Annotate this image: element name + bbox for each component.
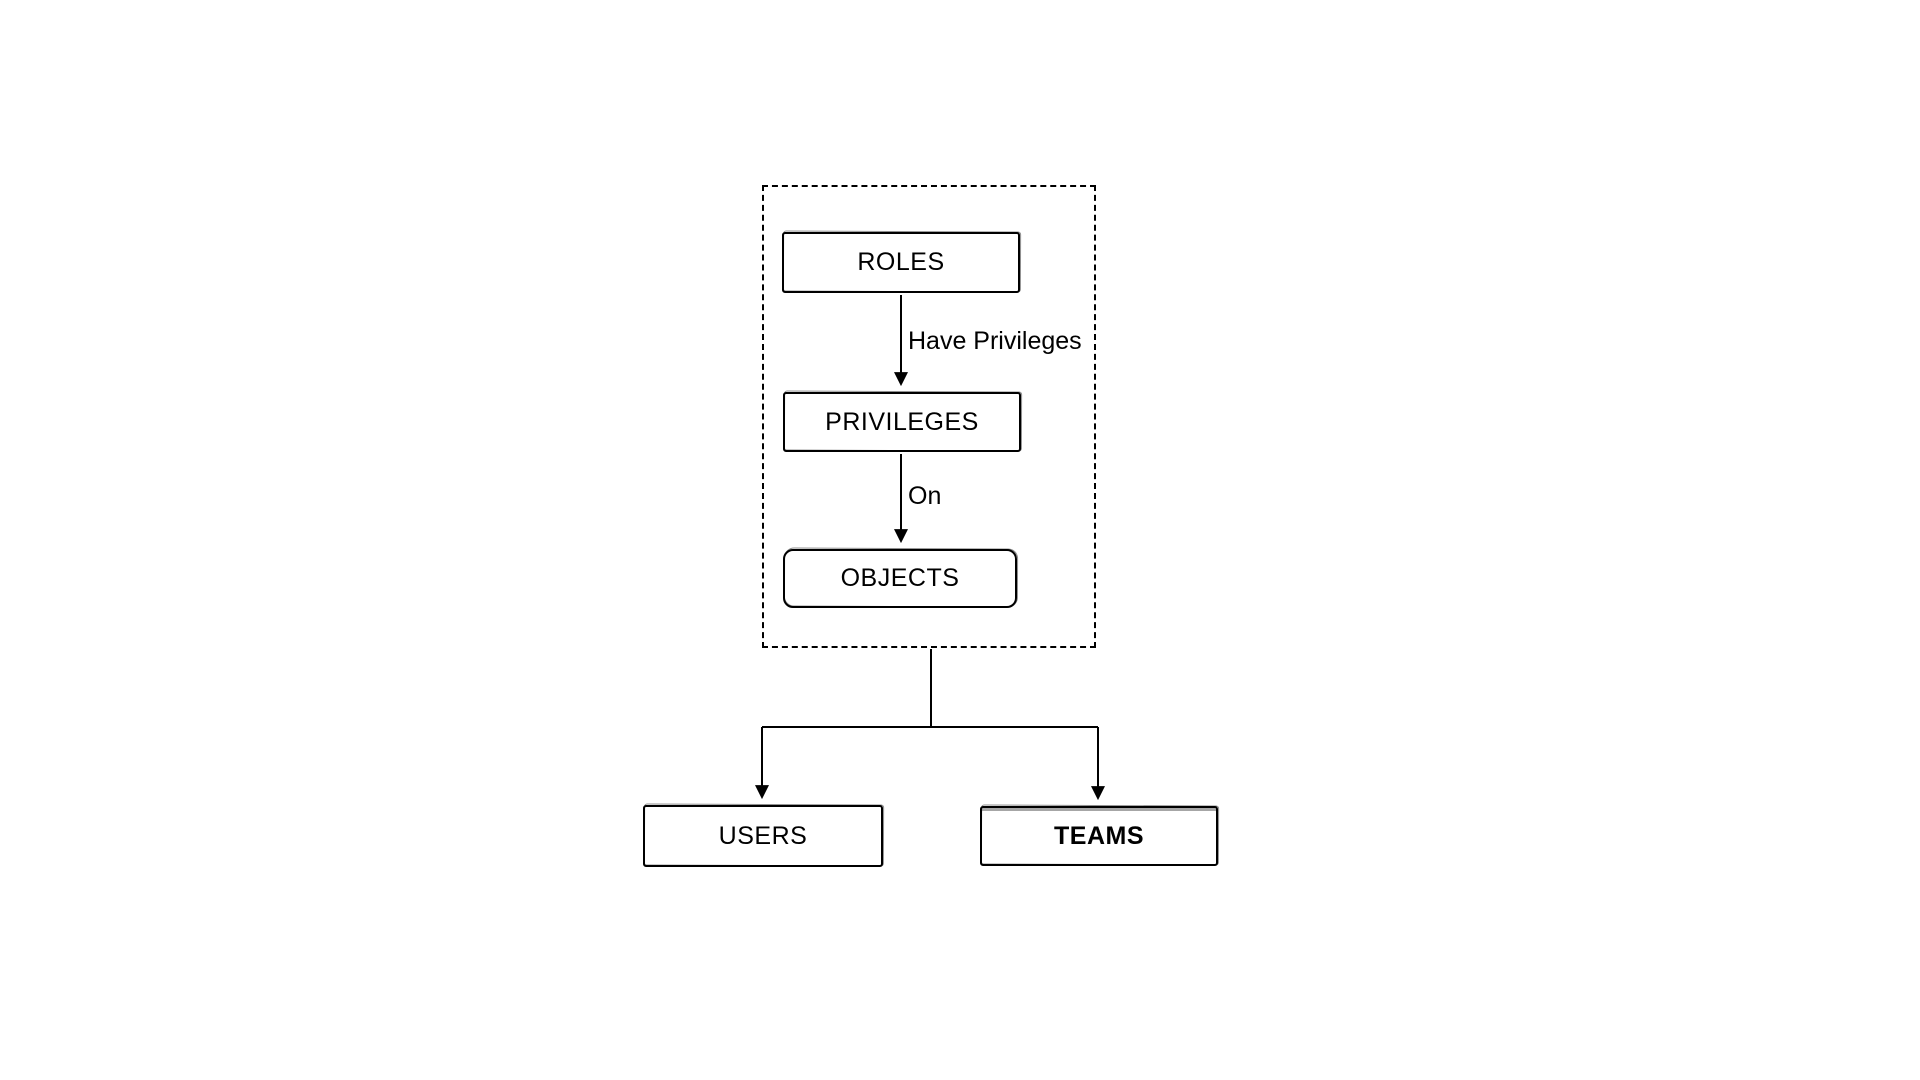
node-users-label: USERS (718, 821, 808, 850)
node-objects-label: OBJECTS (840, 564, 960, 592)
node-objects: OBJECTS (783, 549, 1017, 608)
edge-label-have-privileges: Have Privileges (906, 326, 1084, 356)
node-privileges-label: PRIVILEGES (825, 407, 979, 436)
node-privileges: PRIVILEGES (783, 392, 1021, 452)
node-roles-label: ROLES (857, 248, 945, 276)
node-teams: TEAMS (980, 806, 1218, 866)
edge-label-on: On (906, 481, 944, 511)
node-teams-label: TEAMS (1054, 821, 1144, 850)
node-roles: ROLES (782, 232, 1020, 293)
group-container-frame (762, 185, 1096, 648)
node-users: USERS (643, 805, 883, 867)
